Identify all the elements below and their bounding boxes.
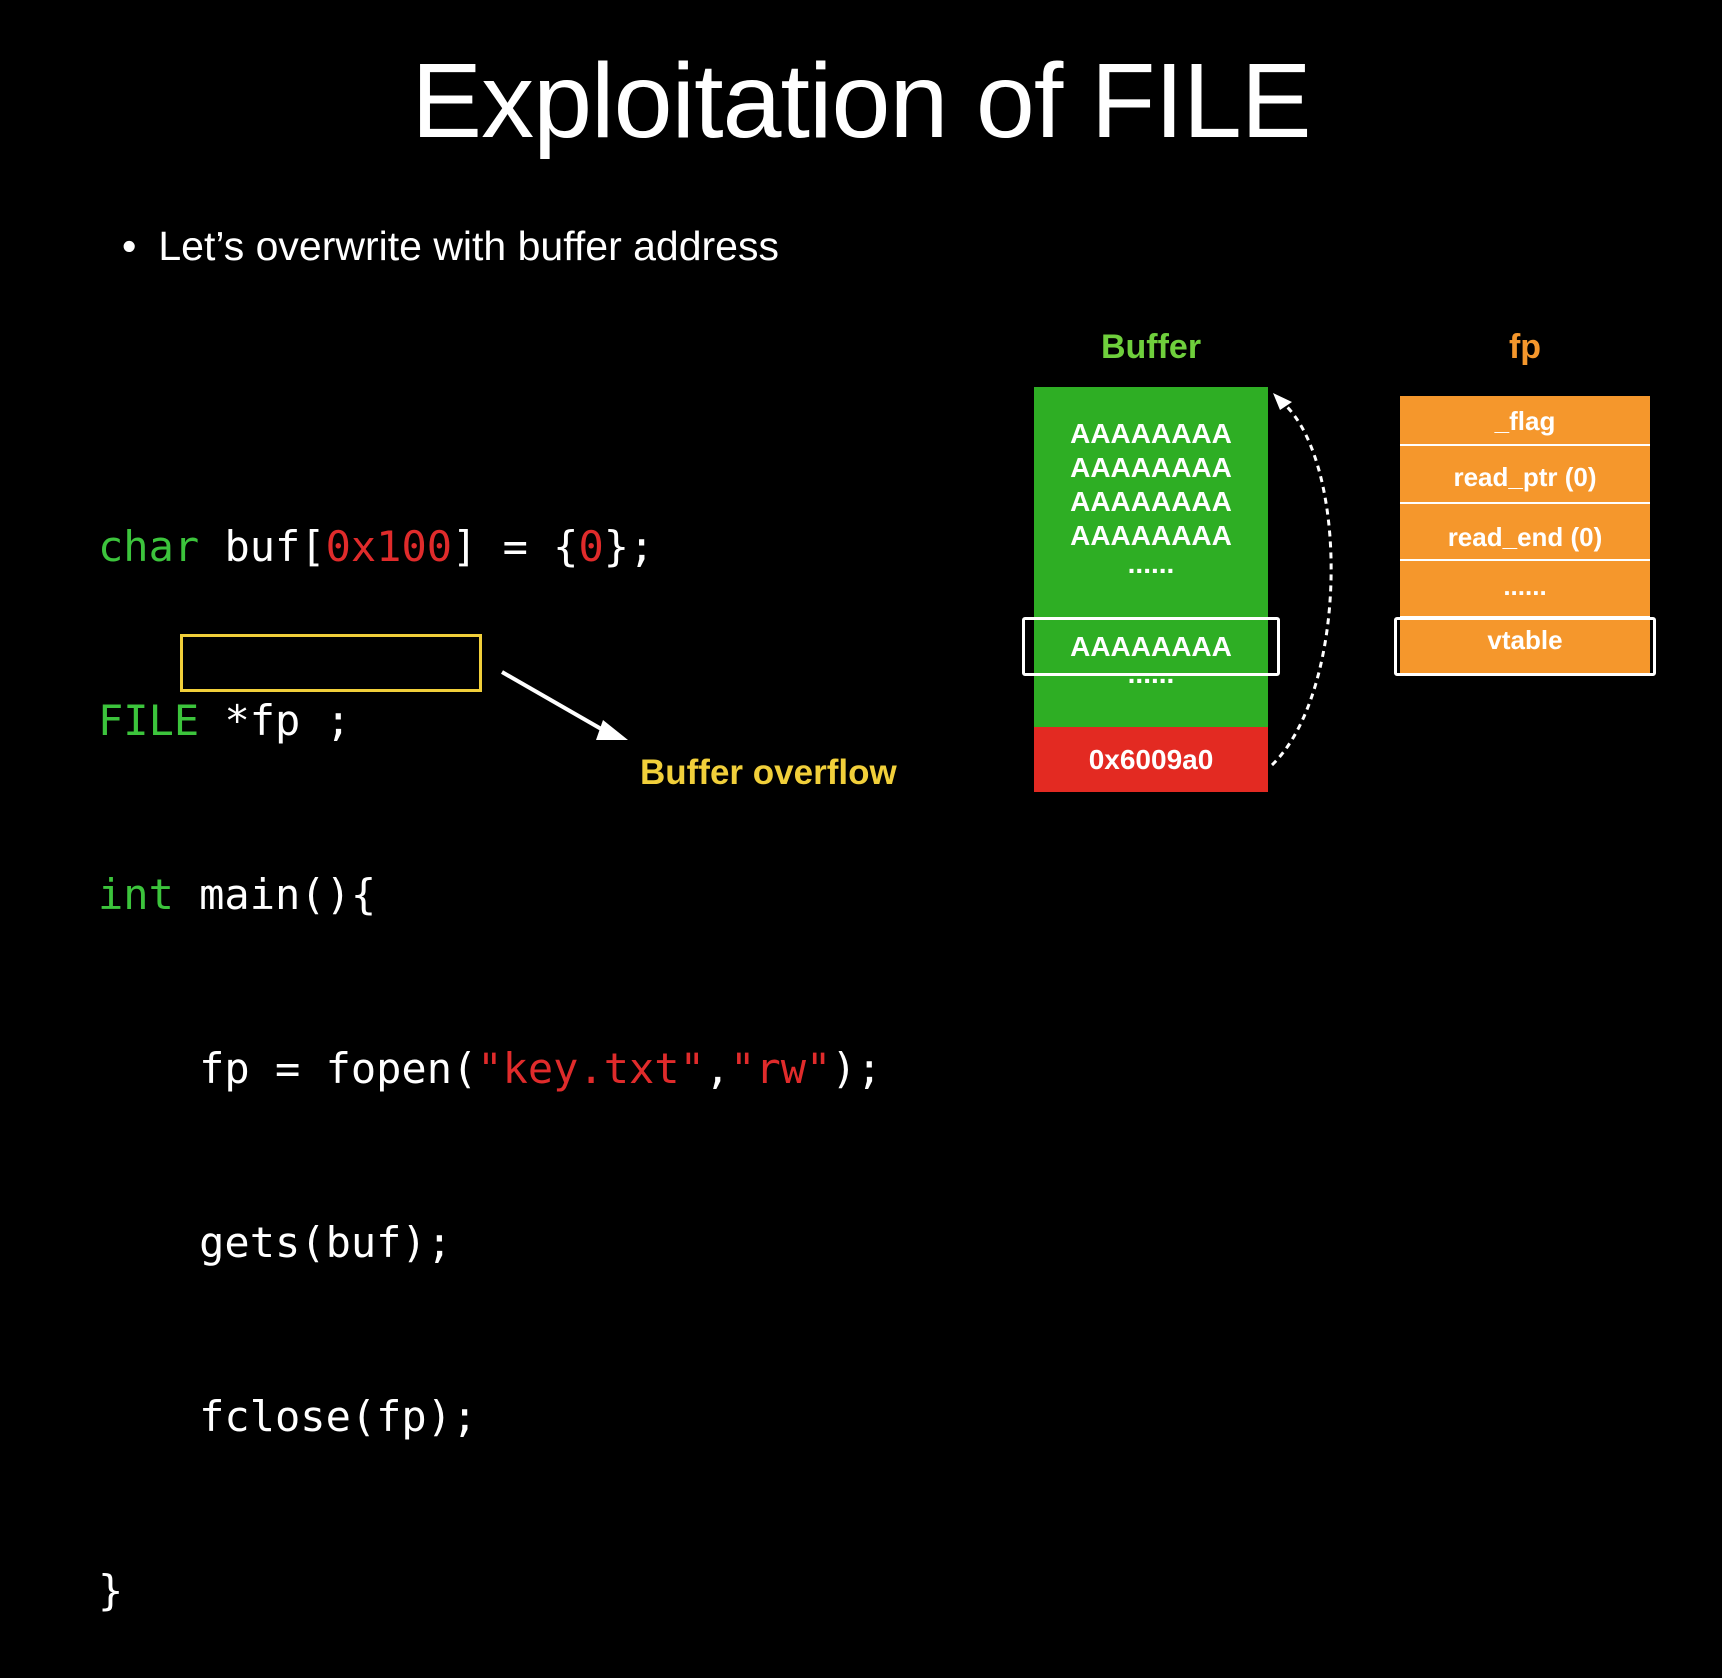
buffer-row: AAAAAAAA [1070, 452, 1232, 483]
code-text: main(){ [173, 870, 377, 919]
code-text: fclose(fp); [98, 1392, 478, 1441]
fp-separator [1400, 559, 1650, 561]
buffer-row: AAAAAAAA [1070, 486, 1232, 517]
code-keyword: int [98, 870, 174, 919]
code-line-3: int main(){ [98, 866, 882, 924]
code-string: "key.txt" [477, 1044, 705, 1093]
arrows-overlay [501, 393, 1333, 767]
buffer-overflow-highlight [1022, 617, 1280, 676]
fp-field-ellipsis: ...... [1503, 571, 1547, 601]
bullet-point: • Let’s overwrite with buffer address [122, 222, 779, 271]
buffer-overflow-label: Buffer overflow [640, 753, 897, 792]
code-line-6: fclose(fp); [98, 1388, 882, 1446]
code-keyword: FILE [98, 696, 200, 745]
code-line-5: gets(buf); [98, 1214, 882, 1272]
slide-title: Exploitation of FILE [411, 42, 1311, 160]
bullet-text: Let’s overwrite with buffer address [158, 223, 779, 269]
overflow-arrow [501, 670, 611, 736]
buffer-ellipsis: ...... [1127, 548, 1175, 579]
code-text: *fp ; [199, 696, 351, 745]
pointer-arrow-head-icon [1273, 393, 1292, 410]
buffer-row: AAAAAAAA [1070, 520, 1232, 551]
buffer-address-cell: 0x6009a0 [1034, 727, 1268, 792]
code-line-1: char buf[0x100] = {0}; [98, 518, 882, 576]
code-text: } [98, 1566, 124, 1615]
gets-highlight-box [180, 634, 482, 692]
fp-struct: _flag read_ptr (0) read_end (0) ...... v… [1400, 396, 1650, 676]
buffer-row-overflow: AAAAAAAA [1070, 631, 1232, 662]
code-text: ] = { [452, 522, 579, 571]
code-string: "rw" [730, 1044, 832, 1093]
fp-separator [1400, 502, 1650, 504]
fp-separator [1400, 444, 1650, 446]
code-text: buf[ [199, 522, 326, 571]
code-text: fp = fopen( [98, 1044, 478, 1093]
code-text: }; [603, 522, 655, 571]
fp-heading: fp [1508, 328, 1542, 366]
bullet-dot-icon: • [122, 223, 137, 269]
buffer-row: AAAAAAAA [1070, 418, 1232, 449]
code-text: , [704, 1044, 731, 1093]
code-number: 0 [578, 522, 604, 571]
code-text: gets(buf); [98, 1218, 453, 1267]
fp-field-flag: _flag [1494, 406, 1556, 436]
fp-field-vtable: vtable [1487, 625, 1563, 655]
buffer-block: AAAAAAAA AAAAAAAA AAAAAAAA AAAAAAAA ....… [1034, 387, 1268, 727]
code-line-4: fp = fopen("key.txt","rw"); [98, 1040, 882, 1098]
fp-field-read-ptr: read_ptr (0) [1453, 462, 1597, 492]
code-number: 0x100 [325, 522, 453, 571]
pointer-return-arrow [1270, 396, 1333, 767]
overflow-arrow-head [596, 720, 628, 740]
code-text: ); [831, 1044, 882, 1093]
code-line-7: } [98, 1562, 882, 1620]
code-line-2: FILE *fp ; [98, 692, 882, 750]
fp-field-read-end: read_end (0) [1447, 522, 1603, 552]
buffer-heading: Buffer [1100, 328, 1202, 366]
vtable-highlight [1394, 617, 1656, 676]
code-keyword: char [98, 522, 200, 571]
